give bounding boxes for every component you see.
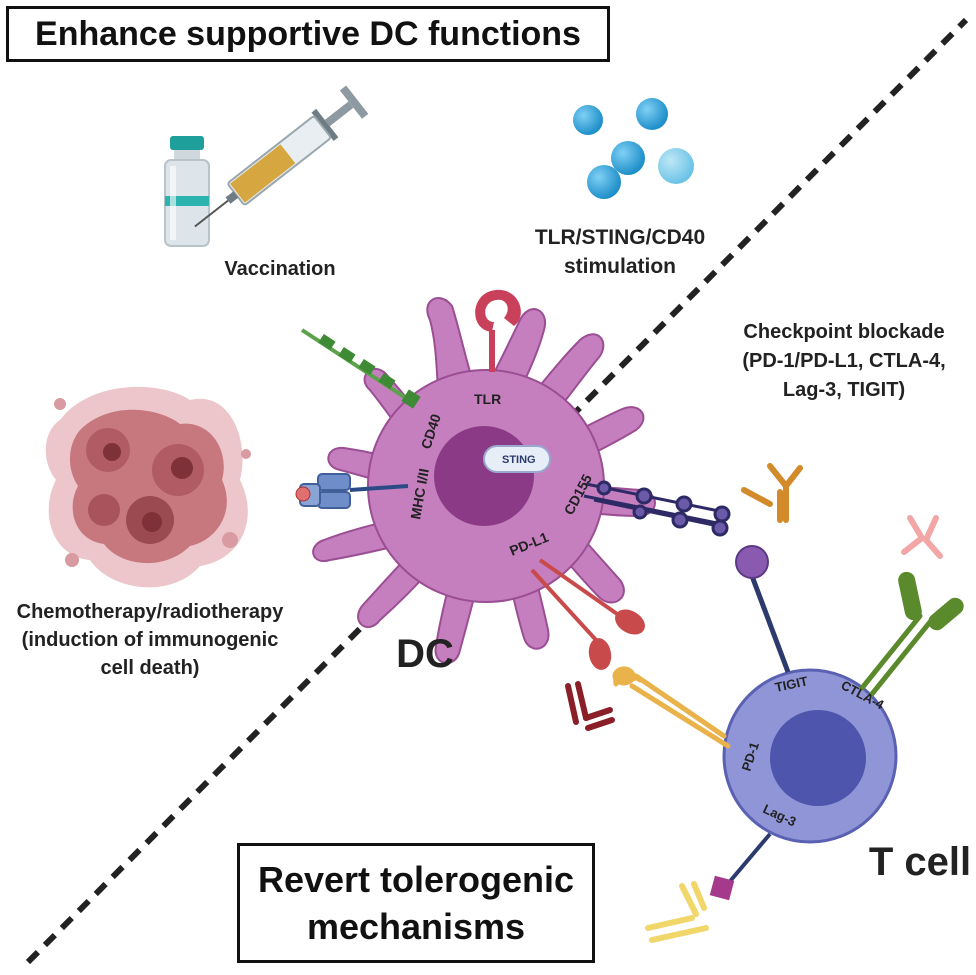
- tigit-label: TIGIT: [774, 673, 810, 695]
- pdl1-receptor-icon: [530, 558, 645, 670]
- anti-lag3-antibody-icon: [645, 881, 709, 943]
- checkpoint-line2: (PD-1/PD-L1, CTLA-4,: [742, 350, 946, 372]
- title-enhance: Enhance supportive DC functions: [35, 15, 581, 53]
- divider-line: [25, 17, 969, 965]
- chemo-line3: cell death): [100, 657, 200, 679]
- pd1-receptor-icon: [612, 666, 731, 749]
- chemo-line2: (induction of immunogenic: [21, 629, 279, 651]
- stimulation-line1: TLR/STING/CD40: [534, 226, 706, 249]
- tcell-nucleus: [770, 710, 866, 806]
- tlr-receptor-icon: [475, 289, 521, 372]
- title-revert-line1: Revert tolerogenic: [257, 859, 575, 900]
- stimulation-line2: stimulation: [563, 255, 676, 278]
- dc-label: DC: [396, 632, 454, 676]
- agonist-beads-icon: [573, 98, 694, 199]
- tlr-label: TLR: [474, 391, 501, 407]
- anti-pdl1-antibody-icon: [565, 681, 615, 731]
- sting-label: STING: [502, 454, 536, 466]
- dc-nucleus: [434, 426, 534, 526]
- title-revert-box: Revert tolerogenic mechanisms: [237, 843, 595, 963]
- checkpoint-label: Checkpoint blockade (PD-1/PD-L1, CTLA-4,…: [712, 318, 976, 405]
- title-revert-line2: mechanisms: [306, 906, 526, 947]
- checkpoint-line3: Lag-3, TIGIT): [782, 379, 906, 401]
- tigit-receptor-icon: [735, 545, 791, 673]
- anti-cd155-antibody-icon: [741, 463, 803, 523]
- dendritic-cell: [312, 297, 656, 665]
- cd40-receptor-icon: [300, 328, 421, 409]
- checkpoint-line1: Checkpoint blockade: [743, 321, 945, 343]
- tcell-label: T cell: [868, 840, 972, 884]
- lag3-receptor-icon: [709, 832, 772, 901]
- title-enhance-box: Enhance supportive DC functions: [6, 6, 610, 62]
- t-cell: [722, 668, 898, 844]
- dying-tumor-cells-icon: [45, 386, 251, 588]
- chemo-label: Chemotherapy/radiotherapy (induction of …: [0, 598, 300, 682]
- ctla4-receptor-icon: [859, 571, 964, 697]
- vaccine-vial-icon: [164, 136, 210, 247]
- mhc-receptor-icon: [295, 473, 409, 509]
- stimulation-label: TLR/STING/CD40 stimulation: [520, 223, 720, 281]
- cd155-receptor-icon: [583, 480, 731, 537]
- anti-ctla4-antibody-icon: [901, 515, 943, 559]
- syringe-icon: [194, 85, 369, 228]
- chemo-line1: Chemotherapy/radiotherapy: [16, 601, 284, 623]
- vaccination-label: Vaccination: [224, 258, 336, 280]
